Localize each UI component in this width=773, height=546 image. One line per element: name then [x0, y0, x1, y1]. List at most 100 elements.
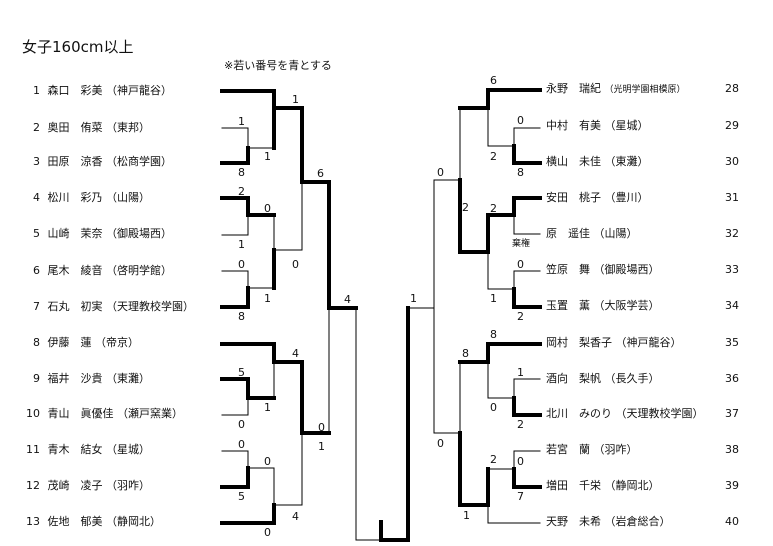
list-item-number: 36	[725, 372, 739, 385]
score: 2	[517, 418, 524, 431]
score: 1	[463, 509, 470, 522]
bracket-line	[300, 106, 331, 184]
bracket-line	[458, 88, 542, 110]
list-item: 岡村 梨香子 （神戸龍谷）	[546, 336, 682, 349]
bracket-line	[487, 127, 541, 147]
bracket-line	[433, 361, 461, 434]
bracket-line	[273, 467, 303, 506]
list-item: 中村 有美 （星城）	[546, 119, 649, 132]
score: 0	[264, 526, 271, 539]
bracket-line	[220, 466, 250, 489]
score: 0	[437, 166, 444, 179]
bracket-note: ※若い番号を青とする	[224, 59, 332, 72]
score: 0	[517, 258, 524, 271]
bracket-line	[221, 214, 249, 236]
list-item: 酒向 梨帆 （長久手）	[546, 372, 660, 385]
bracket-line	[220, 146, 250, 165]
score: 1	[238, 115, 245, 128]
score: 4	[292, 347, 299, 360]
score: 0	[517, 455, 524, 468]
score: 1	[264, 401, 271, 414]
score: 6	[490, 74, 497, 87]
list-item: 玉置 薫 （大阪学芸）	[546, 299, 660, 312]
bracket-line	[487, 270, 541, 290]
list-item: 7 石丸 初実 （天理教校学園）	[33, 300, 194, 313]
score: 5	[238, 490, 245, 503]
list-item: 6 尾木 綾音 （啓明学館）	[33, 264, 172, 277]
list-item: 安田 桃子 （豊川）	[546, 191, 649, 204]
list-item-number: 38	[725, 443, 739, 456]
list-item: 北川 みのり （天理教校学園）	[546, 407, 704, 420]
list-item: 1 森口 彩美 （神戸龍谷）	[33, 84, 172, 97]
list-item: 3 田原 涼香 （松商学園）	[33, 155, 172, 168]
bracket-line	[220, 89, 304, 110]
list-item: 永野 瑞紀 （光明学園相模原）	[546, 82, 686, 95]
list-item-number: 30	[725, 155, 739, 168]
page-title: 女子160cm以上	[22, 38, 134, 56]
bracket-line	[513, 214, 541, 235]
bracket-line	[355, 307, 382, 541]
score: 1	[318, 440, 325, 453]
score: 8	[238, 166, 245, 179]
bracket-line	[273, 214, 303, 251]
list-item-number: 28	[725, 82, 739, 95]
score: 1	[238, 238, 245, 251]
score: 4	[292, 510, 299, 523]
score: 8	[238, 310, 245, 323]
score: 0	[292, 258, 299, 271]
score: 0	[238, 438, 245, 451]
bracket-line	[221, 450, 275, 469]
score: 2	[490, 202, 497, 215]
list-item-number: 35	[725, 336, 739, 349]
list-item: 横山 未佳 （東灘）	[546, 155, 649, 168]
bracket-line	[512, 287, 542, 309]
bracket-line	[512, 144, 542, 165]
list-item: 笠原 舞 （御殿場西）	[546, 263, 660, 276]
score: 2	[517, 310, 524, 323]
list-item-number: 32	[725, 227, 739, 240]
score: 1	[264, 292, 271, 305]
list-item-number: 29	[725, 119, 739, 132]
list-item: 若宮 蘭 （羽咋）	[546, 443, 638, 456]
list-item-number: 40	[725, 515, 739, 528]
list-item: 増田 千栄 （静岡北）	[546, 479, 660, 492]
list-item-number: 34	[725, 299, 739, 312]
score: 0	[318, 421, 325, 434]
score: 7	[517, 490, 524, 503]
bracket-line	[512, 396, 542, 417]
bracket-line	[221, 397, 249, 416]
bracket-line	[221, 127, 275, 149]
score: 2	[490, 453, 497, 466]
score: 1	[292, 93, 299, 106]
bracket-line	[458, 467, 490, 507]
bracket-line	[487, 504, 541, 524]
score: 8	[462, 347, 469, 360]
bracket-line	[220, 377, 276, 400]
score: 0	[490, 401, 497, 414]
score: 2	[490, 150, 497, 163]
bracket-line	[379, 306, 410, 542]
bracket-line	[487, 450, 541, 470]
score: 8	[517, 166, 524, 179]
list-item: 9 福井 沙貴 （東灘）	[33, 372, 150, 385]
list-item: 13 佐地 郁美 （静岡北）	[26, 515, 161, 528]
list-item: 4 松川 彩乃 （山陽）	[33, 191, 150, 204]
bracket-line	[221, 270, 275, 289]
bracket-line	[487, 378, 541, 399]
score: 8	[490, 328, 497, 341]
list-item: 10 青山 眞優佳 （瀬戸窯業）	[26, 407, 183, 420]
bracket-line	[220, 196, 276, 217]
score: 4	[344, 293, 351, 306]
score: 0	[264, 202, 271, 215]
score: 0	[238, 258, 245, 271]
bracket-line	[486, 196, 542, 217]
list-item-number: 37	[725, 407, 739, 420]
bracket-line	[458, 213, 490, 254]
list-item: 2 奥田 侑菜 （東邦）	[33, 121, 150, 134]
forfeit-label: 棄権	[512, 237, 530, 249]
list-item-number: 31	[725, 191, 739, 204]
bracket-line	[220, 503, 276, 525]
list-item: 天野 未希 （岩倉総合）	[546, 515, 671, 528]
list-item: 原 遥佳 （山陽）	[546, 227, 638, 240]
